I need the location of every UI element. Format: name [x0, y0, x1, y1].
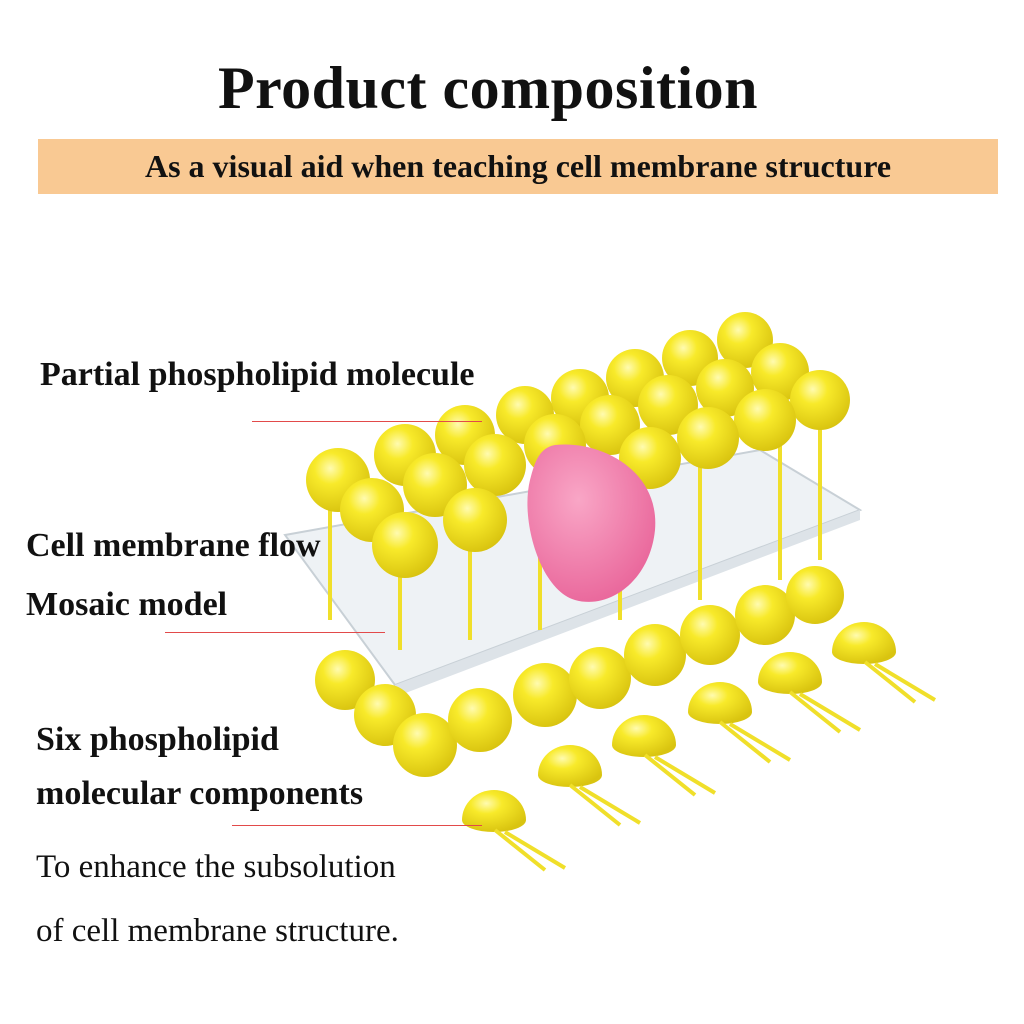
subtitle-text: As a visual aid when teaching cell membr… [144, 148, 892, 184]
leader-line-six-components [232, 825, 482, 826]
protein-piece [527, 444, 656, 602]
enhance-note-line1: To enhance the subsolution [36, 849, 396, 885]
callout-mosaic-model: Mosaic model [26, 586, 228, 623]
page-title: Product composition [217, 55, 759, 121]
subtitle-banner: As a visual aid when teaching cell membr… [38, 139, 998, 194]
callout-six-components-line2: molecular components [36, 775, 364, 812]
callout-partial-phospholipid: Partial phospholipid molecule [40, 356, 475, 393]
enhance-note-line2: of cell membrane structure. [36, 913, 399, 949]
separate-phospholipid-components [462, 622, 937, 872]
callout-membrane-flow: Cell membrane flow [26, 527, 321, 564]
callout-six-components-line1: Six phospholipid [36, 721, 279, 758]
leader-line-mosaic-model [165, 632, 385, 633]
lower-phospholipid-layer [315, 566, 844, 777]
upper-phospholipid-layer [306, 312, 850, 578]
leader-line-partial-phospholipid [252, 421, 482, 422]
